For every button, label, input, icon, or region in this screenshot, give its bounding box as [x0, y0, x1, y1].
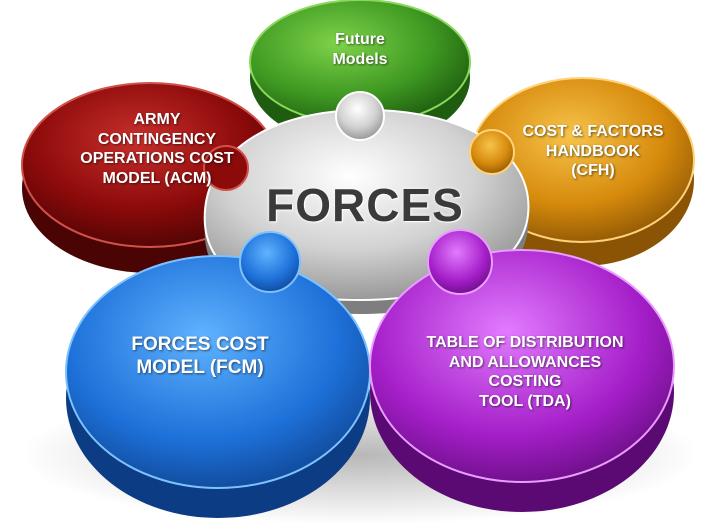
label-line: COSTING	[488, 373, 562, 391]
label-line: OPERATIONS COST	[80, 150, 234, 168]
label-line: (CFH)	[571, 162, 615, 180]
label-line: MODEL (ACM)	[102, 169, 212, 187]
label-line: COST & FACTORS	[522, 123, 664, 140]
label-line: TABLE OF DISTRIBUTION	[426, 334, 624, 351]
label-line: CONTINGENCY	[97, 130, 217, 148]
label-line: HANDBOOK	[545, 142, 641, 160]
puzzle-piece-tda	[369, 229, 675, 512]
puzzle-piece-fcm	[65, 231, 371, 518]
label-line: Models	[332, 50, 388, 68]
label-line: Future	[335, 31, 385, 48]
label-cfh: COST & FACTORS HANDBOOK (CFH)	[488, 122, 698, 181]
label-tda: TABLE OF DISTRIBUTION AND ALLOWANCES COSTI…	[395, 333, 655, 411]
label-line: FORCES COST	[131, 334, 269, 355]
center-title: FORCES	[266, 179, 464, 231]
label-line: ARMY	[133, 111, 181, 128]
puzzle-piece-future-models	[249, 0, 471, 146]
label-line: MODEL (FCM)	[136, 357, 264, 379]
label-line: TOOL (TDA)	[479, 392, 571, 410]
label-line: AND ALLOWANCES	[448, 353, 602, 371]
